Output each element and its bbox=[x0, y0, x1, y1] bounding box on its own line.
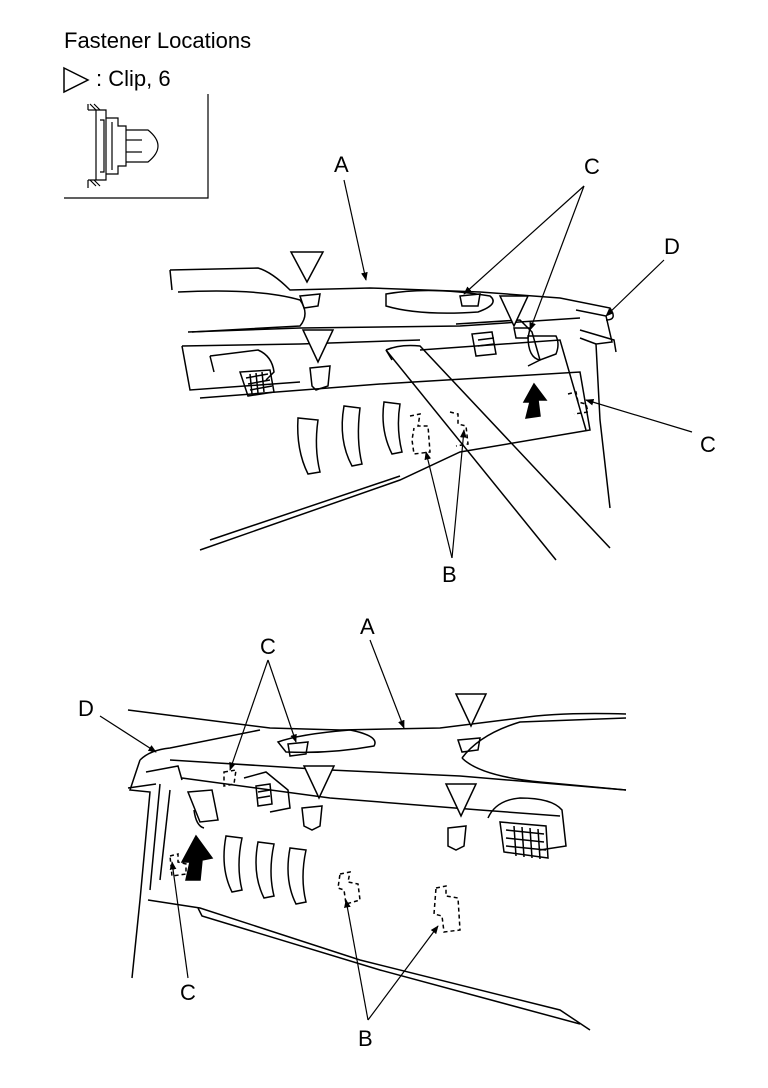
callout-a-top: A bbox=[334, 152, 349, 177]
callout-d-top: D bbox=[664, 234, 680, 259]
bottom-view-leaders bbox=[100, 640, 439, 1020]
callout-a-bottom: A bbox=[360, 614, 375, 639]
legend-triangle-icon bbox=[64, 68, 88, 92]
diagram-title: Fastener Locations bbox=[64, 28, 252, 53]
top-view-clip-triangles bbox=[291, 252, 528, 362]
bottom-view-shelf bbox=[128, 710, 626, 1030]
legend-clip-label: : Clip, 6 bbox=[96, 66, 171, 91]
callout-b-top: B bbox=[442, 562, 457, 587]
top-view-leaders bbox=[344, 180, 692, 558]
bottom-view-clip-triangles bbox=[304, 694, 486, 816]
callout-c-top-right: C bbox=[700, 432, 716, 457]
callout-b-bottom: B bbox=[358, 1026, 373, 1051]
callout-c-top: C bbox=[584, 154, 600, 179]
callout-c-bottom-left: C bbox=[180, 980, 196, 1005]
clip-detail-inset bbox=[64, 94, 208, 198]
callout-d-bottom: D bbox=[78, 696, 94, 721]
top-view-shelf bbox=[170, 268, 616, 560]
callout-c-bottom: C bbox=[260, 634, 276, 659]
